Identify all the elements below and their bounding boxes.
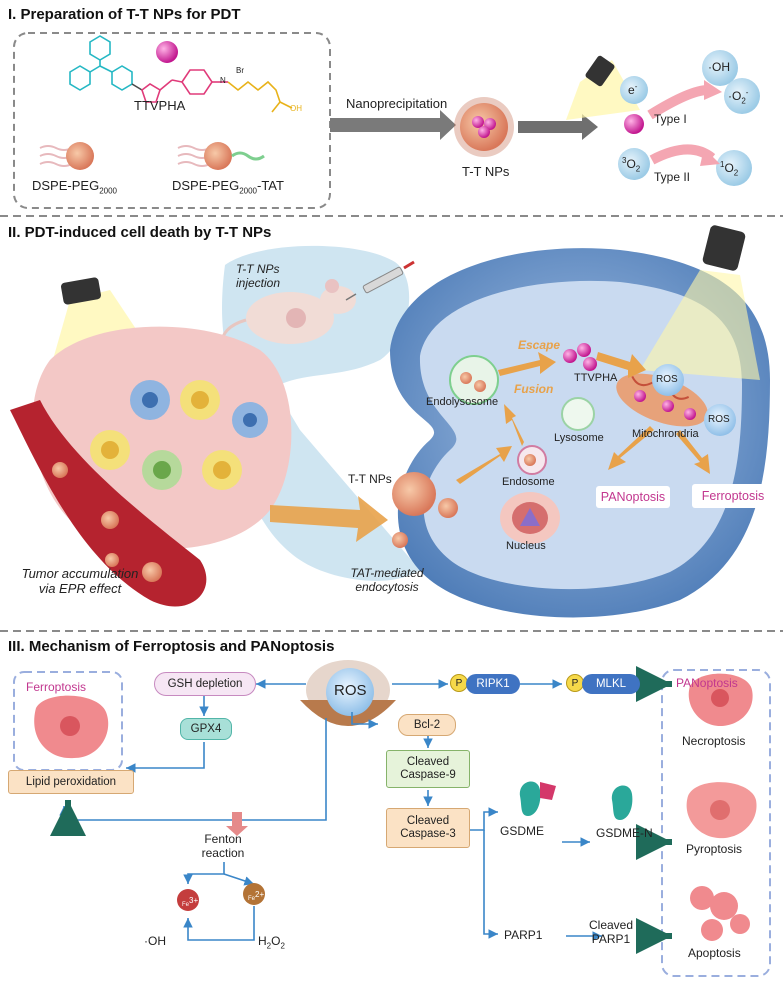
ps-excited-ball-icon: [624, 114, 644, 134]
electron-bubble: [620, 76, 648, 104]
ros-bowl-label: ROS: [334, 682, 367, 699]
oh-product-label: ·OH: [144, 934, 166, 948]
apoptosis-cell-icon: [690, 886, 750, 941]
superoxide-bubble: [724, 78, 760, 114]
dspe-peg-tat-label: DSPE-PEG2000-TAT: [172, 178, 284, 196]
lamp-icon-top: [566, 55, 640, 120]
cleaved-parp1-label: Cleaved PARP1: [588, 918, 634, 946]
gsdme-label: GSDME: [500, 824, 545, 838]
phospho-mlkl-badge: P: [566, 674, 584, 692]
hydroxyl-label: ·OH: [708, 60, 730, 74]
tt-np-cluster-cell: [392, 472, 458, 548]
singlet-oxygen-bubble: [716, 150, 752, 186]
pink-ps-ball-icon: [156, 41, 178, 63]
lamp-icon-cell: [640, 225, 760, 380]
vessel-particles: [52, 462, 162, 582]
blood-vessel-icon: [10, 400, 207, 607]
gpx4-box: GPX4: [180, 718, 232, 740]
dspe-peg-label: DSPE-PEG2000: [32, 178, 117, 196]
injection-label: T-T NPs injection: [236, 262, 281, 290]
necroptosis-label: Necroptosis: [682, 734, 746, 748]
o2-triplet-label: 3O2: [622, 156, 641, 174]
ripk1-box: RIPK1: [466, 674, 520, 694]
nanoprecipitation-arrow: [330, 110, 456, 140]
caspase3-box: Cleaved Caspase-3: [386, 808, 470, 848]
lysosome-icon: [561, 397, 595, 431]
panoptosis-dashed-box: [661, 669, 771, 977]
ttvpha-label: TTVPHA: [134, 98, 186, 113]
electron-label: e-: [628, 82, 638, 97]
ros-label-2: ROS: [708, 414, 730, 425]
oh-group-label: OH: [290, 104, 302, 113]
fe2-ion-icon: [243, 883, 265, 905]
mlkl-box: MLKL: [582, 674, 640, 694]
dspe-peg-icon: [39, 142, 94, 170]
section2-title: II. PDT-induced cell death by T-T NPs: [8, 224, 272, 241]
type1-label: Type I: [654, 112, 687, 126]
fe3-label: Fe3+: [182, 896, 199, 908]
caspase9-box: Cleaved Caspase-9: [386, 750, 470, 788]
tumor-label: Tumor accumulation via EPR effect: [21, 566, 139, 596]
gsdme-icon: [519, 781, 541, 816]
endosome-label: Endosome: [502, 476, 555, 488]
gpx4-down-arrow: [226, 812, 248, 836]
fusion-label: Fusion: [514, 382, 554, 396]
section3-title: III. Mechanism of Ferroptosis and PANopt…: [8, 638, 335, 655]
h2o2-label: H2O2: [258, 934, 285, 951]
bcl2-box: Bcl-2: [398, 714, 456, 736]
endolysosome-label: Endolysosome: [426, 396, 499, 408]
br-label: Br: [236, 66, 244, 75]
oxygen-triplet-bubble: [618, 148, 650, 180]
section1-title: I. Preparation of T-T NPs for PDT: [8, 6, 241, 23]
panoptosis-cell-box: PANoptosis: [596, 486, 670, 508]
ttvpha-cell-label: TTVPHA: [574, 372, 618, 384]
tat-arrow: [270, 496, 388, 542]
escape-label: Escape: [518, 338, 561, 352]
gsdmen-icon: [611, 785, 633, 820]
activation-arrow: [518, 114, 598, 140]
pyroptosis-label: Pyroptosis: [686, 842, 743, 856]
superoxide-label: ·O2-: [728, 88, 749, 106]
ferroptosis-cell-box: Ferroptosis: [692, 484, 774, 508]
parp1-label: PARP1: [504, 928, 543, 942]
mouse-icon: [220, 279, 356, 358]
ttvpha-molecule-icon: [69, 35, 293, 113]
tt-nps-label: T-T NPs: [462, 164, 510, 179]
apoptosis-label: Apoptosis: [688, 946, 741, 960]
mitochondria-icon: [616, 373, 708, 427]
type2-label: Type II: [654, 170, 691, 184]
section1-dashed-box: [13, 32, 331, 209]
ros-bubble-1: [652, 364, 684, 396]
tt-np-particle-icon: [454, 97, 514, 157]
hydroxyl-bubble: [702, 50, 738, 86]
lysosome-label: Lysosome: [554, 432, 604, 444]
ferroptosis-title: Ferroptosis: [26, 680, 87, 694]
cell-pathway-arrows: [456, 352, 710, 484]
nanoprecipitation-label: Nanoprecipitation: [346, 96, 448, 111]
dspe-peg-tat-icon: [177, 142, 265, 170]
fenton-label: Fenton reaction: [201, 832, 245, 860]
gsdmen-label: GSDME-N: [596, 826, 653, 840]
fe2-label: Fe2+: [248, 890, 265, 902]
endolysosome-icon: [449, 355, 499, 405]
fe3-ion-icon: [177, 889, 199, 911]
o2-singlet-label: 1O2: [720, 160, 739, 178]
nucleus-label: Nucleus: [506, 540, 546, 552]
tt-nps-cell-label: T-T NPs: [348, 472, 392, 486]
ros-bubble-2: [704, 404, 736, 436]
nucleus-icon: [500, 492, 560, 544]
necroptosis-cell-icon: [688, 673, 753, 726]
pyroptosis-cell-icon: [686, 782, 757, 839]
tat-label: TAT-mediated endocytosis: [350, 566, 424, 594]
gsh-depletion-box: GSH depletion: [154, 672, 256, 696]
syringe-icon: [345, 260, 415, 301]
ttvpha-balls-icon: [563, 343, 597, 371]
lipid-peroxidation-box: Lipid peroxidation: [8, 770, 134, 794]
n-plus-label: N: [220, 76, 226, 85]
mitochondria-label: Mitochrondria: [632, 428, 699, 440]
panoptosis-title: PANoptosis: [676, 676, 738, 690]
ros-label-1: ROS: [656, 374, 678, 385]
